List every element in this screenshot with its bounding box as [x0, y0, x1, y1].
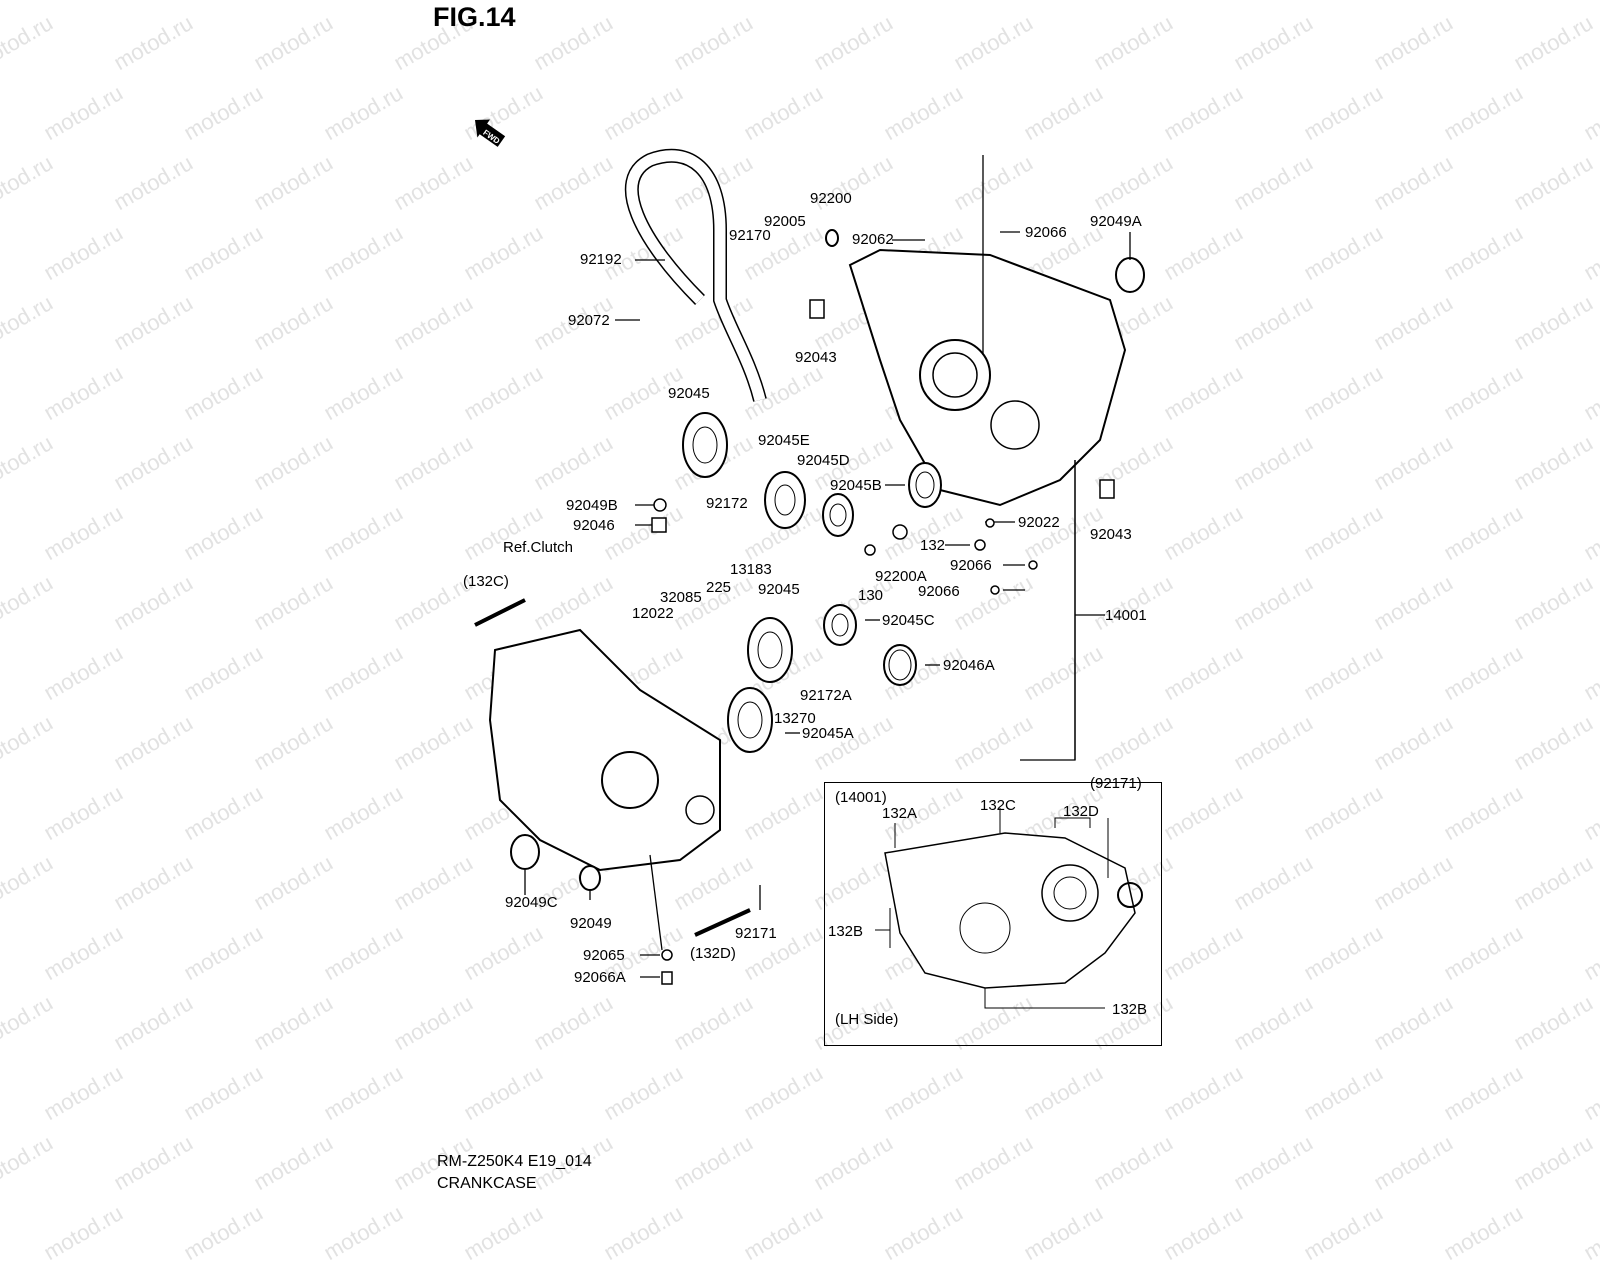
part-label-92046A: 92046A [943, 657, 995, 674]
watermark-text: motod.ru [879, 1200, 968, 1266]
watermark-text: motod.ru [319, 1200, 408, 1266]
seal-92049C [510, 834, 540, 870]
watermark-text: motod.ru [1299, 1200, 1388, 1266]
watermark-text: motod.ru [1019, 1200, 1108, 1266]
part-label-92066-mid: 92066 [950, 557, 992, 574]
part-label-132: 132 [920, 537, 946, 554]
watermark-text: motod.ru [1159, 1200, 1248, 1266]
bearing-92045C [823, 604, 857, 646]
inset-label-132A: 132A [882, 805, 918, 822]
part-label-92005: 92005 [764, 213, 806, 230]
part-label-92049B: 92049B [566, 497, 618, 514]
bearing-92045A [727, 687, 773, 753]
hose-92192 [624, 148, 767, 402]
figure-title: FIG.14 [433, 2, 516, 32]
part-label-92192: 92192 [580, 251, 622, 268]
bearing-92045-mid [747, 617, 793, 683]
bearing-92045E [764, 471, 806, 529]
section-name: CRANKCASE [437, 1175, 537, 1192]
part-label-92045-mid: 92045 [758, 581, 800, 598]
part-label-13270: 13270 [774, 710, 816, 727]
part-label-92200A: 92200A [875, 568, 927, 585]
inset-label-132B-left: 132B [828, 923, 864, 940]
bearing-92046A [883, 644, 917, 686]
part-label-92172: 92172 [706, 495, 748, 512]
inset-side-note: (LH Side) [835, 1011, 899, 1028]
part-label-92043-top: 92043 [795, 349, 837, 366]
part-label-92170: 92170 [729, 227, 771, 244]
watermark-text: motod.ru [739, 1200, 828, 1266]
part-label-92200: 92200 [810, 190, 852, 207]
ref-clutch-label: Ref.Clutch [503, 539, 574, 556]
part-label-225: 225 [706, 579, 732, 596]
oring-92200 [825, 229, 839, 247]
part-label-92062: 92062 [852, 231, 894, 248]
crankcase-left-half [488, 628, 721, 872]
part-label-12022: 12022 [632, 605, 674, 622]
part-label-92172A: 92172A [800, 687, 852, 704]
seal-92049A [1115, 257, 1145, 293]
part-label-92045D: 92045D [797, 452, 850, 469]
part-label-13183: 13183 [730, 561, 772, 578]
inset-label-132D: 132D [1063, 803, 1099, 820]
inset-part-ref: (14001) [835, 789, 887, 806]
seal-92045B [908, 462, 942, 508]
part-label-132C-paren: (132C) [463, 573, 509, 590]
part-label-32085: 32085 [660, 589, 702, 606]
bearing-92045D [822, 493, 854, 537]
small-hardware [474, 299, 1115, 985]
model-code: RM-Z250K4 E19_014 [437, 1153, 592, 1170]
inset-label-132B-bottom: 132B [1112, 1001, 1148, 1018]
part-label-132D-paren: (132D) [690, 945, 736, 962]
inset-label-132C: 132C [980, 797, 1016, 814]
part-label-92065: 92065 [583, 947, 625, 964]
part-label-92046: 92046 [573, 517, 615, 534]
part-label-92045B: 92045B [830, 477, 882, 494]
part-label-92066A: 92066A [574, 969, 626, 986]
part-label-92049A: 92049A [1090, 213, 1142, 230]
part-label-92045E: 92045E [758, 432, 810, 449]
watermark-text: motod.ru [179, 1200, 268, 1266]
part-label-92049C: 92049C [505, 894, 558, 911]
fwd-arrow-icon: FWD [475, 119, 506, 147]
inset-lh-side-bolts: (14001) (92171) 132A 132C 132D 132B 132B… [824, 775, 1162, 1046]
part-label-92072: 92072 [568, 312, 610, 329]
part-label-92022: 92022 [1018, 514, 1060, 531]
part-label-92066-low: 92066 [918, 583, 960, 600]
watermark-text: motod.ru [599, 1200, 688, 1266]
seal-92049 [579, 865, 601, 891]
part-label-92171: 92171 [735, 925, 777, 942]
part-label-92045-top: 92045 [668, 385, 710, 402]
bearing-92045-top [682, 412, 728, 478]
inset-drawing [875, 808, 1143, 1009]
watermark-text: motod.ru [39, 1200, 128, 1266]
part-label-92043-right: 92043 [1090, 526, 1132, 543]
exploded-diagram: FWD [474, 119, 1145, 985]
part-label-92049: 92049 [570, 915, 612, 932]
inset-clip-ref: (92171) [1090, 775, 1142, 792]
part-label-14001: 14001 [1105, 607, 1147, 624]
watermark-text: motod.ru [459, 1200, 548, 1266]
watermark-text: motod.ru [1439, 1200, 1528, 1266]
part-label-92045A: 92045A [802, 725, 854, 742]
crankcase-right-half [848, 248, 1127, 507]
part-label-130: 130 [858, 587, 884, 604]
watermark-text: motod.ru [1579, 1200, 1600, 1266]
part-label-92066-top: 92066 [1025, 224, 1067, 241]
part-label-92045C: 92045C [882, 612, 935, 629]
